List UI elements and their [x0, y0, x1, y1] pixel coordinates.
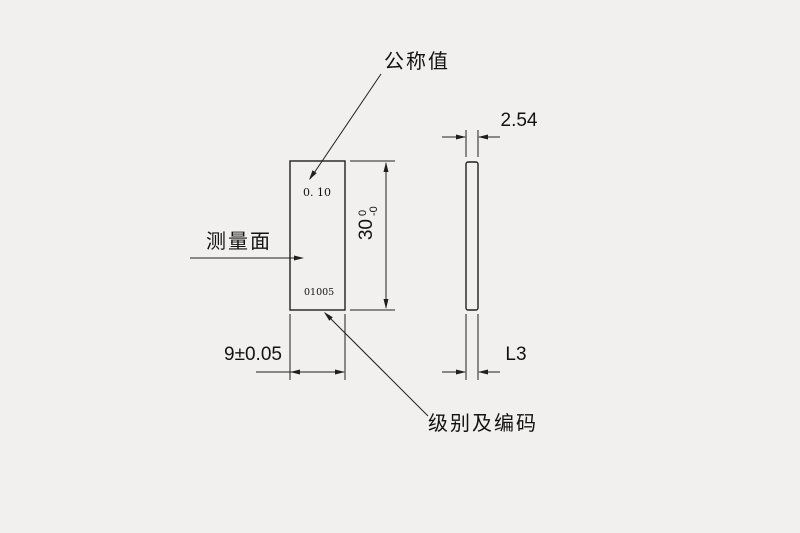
arrowhead-up-icon [383, 162, 389, 172]
serial-code-marking: 01005 [304, 287, 334, 298]
gauge-block-side-face [465, 161, 479, 311]
height-upper-tolerance-text: 0 [357, 210, 369, 216]
height-dimension-text: 30 0 -0 [356, 206, 380, 240]
grade-code-label: 级别及编码 [324, 312, 538, 435]
nominal-label: 公称值 [309, 50, 450, 180]
leader-arrowhead-icon [294, 255, 304, 261]
leader-arrowhead-icon [309, 170, 317, 180]
nominal-value-marking: 0. 10 [303, 186, 331, 199]
leader-arrowhead-icon [324, 312, 333, 321]
arrowhead-left-icon [478, 134, 488, 140]
arrowhead-right-icon [456, 369, 466, 375]
side-view [465, 161, 479, 311]
arrowhead-left-icon [478, 369, 488, 375]
width-dimension: 9±0.05 [224, 314, 346, 380]
height-lower-tolerance-text: -0 [368, 206, 380, 216]
thickness-dimension-text: 2.54 [501, 110, 538, 131]
height-value-text: 30 [356, 219, 377, 240]
thickness-dimension: 2.54 [442, 110, 538, 157]
height-dimension: 30 0 -0 [350, 160, 395, 311]
arrowhead-down-icon [383, 299, 389, 309]
nominal-label-text: 公称值 [384, 50, 450, 73]
gauge-block-front-face [289, 160, 346, 311]
nominal-leader-line [309, 73, 382, 180]
side-length-dimension-text: L3 [505, 344, 526, 365]
arrowhead-right-icon [456, 134, 466, 140]
arrowhead-left-icon [290, 369, 300, 375]
arrowhead-right-icon [335, 369, 345, 375]
side-length-dimension: L3 [442, 314, 527, 380]
grade-code-label-text: 级别及编码 [428, 412, 538, 435]
width-dimension-text: 9±0.05 [224, 344, 282, 365]
front-view: 0. 10 01005 [289, 160, 346, 311]
grade-code-leader-line [324, 312, 429, 417]
measuring-face-label: 测量面 [190, 230, 304, 261]
measuring-face-label-text: 测量面 [206, 230, 272, 253]
